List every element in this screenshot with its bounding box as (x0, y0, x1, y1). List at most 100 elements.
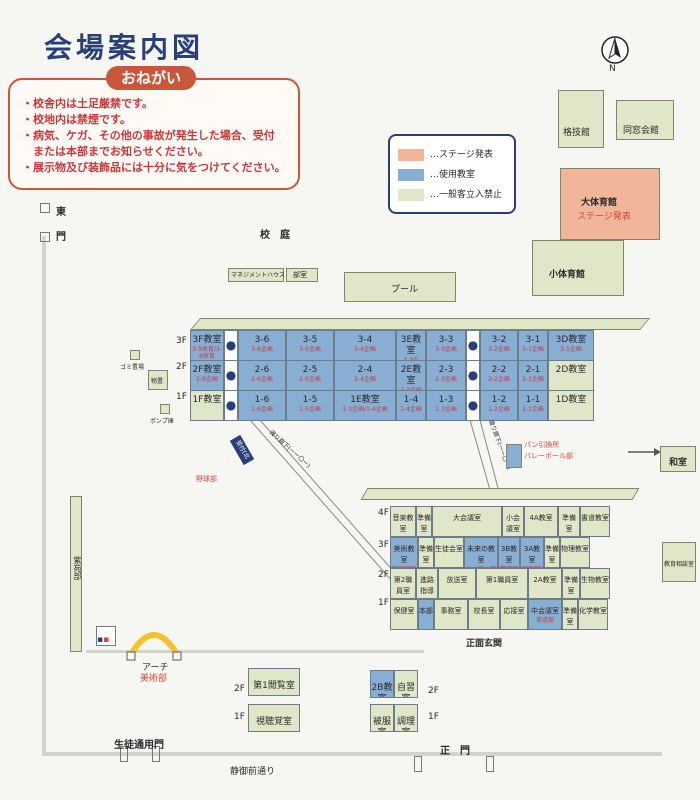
student-gate-label: 生徒通用門 (114, 740, 164, 751)
classroom-name: 2E教室 (400, 365, 422, 386)
corridors (249, 420, 499, 591)
notice-item: ・病気、ケガ、その他の事故が発生した場合、受付 (22, 129, 275, 142)
classroom-name: 本部 (419, 607, 433, 615)
east-gate-post (40, 232, 50, 242)
arch-label: アーチ (142, 663, 169, 673)
classroom: 準備室 (418, 537, 434, 568)
classroom-name: 2-1 (525, 365, 541, 375)
classroom-name: 応接室 (503, 607, 525, 615)
classroom: 放送室 (438, 568, 476, 599)
classroom-name: 1F教室 (192, 395, 222, 405)
east-gate-post (40, 203, 50, 213)
classroom-event: 3-4企画 (354, 346, 376, 353)
washitsu-label: 和室 (669, 458, 688, 468)
shienbu-building (70, 496, 82, 652)
classroom-event: 2-1企画 (522, 376, 544, 383)
classroom: 3B教室書道部 (498, 537, 520, 568)
page-title: 会場案内図 (44, 31, 205, 64)
classroom-name: 2F教室 (192, 365, 222, 375)
classroom-name: 2-4 (357, 365, 373, 375)
classroom: 保健室 (390, 599, 418, 630)
kyoiku-building: 教育相談室 (662, 542, 696, 582)
compass-north-label: N (609, 64, 616, 74)
shomen-label: 正面玄関 (466, 639, 503, 649)
courtyard-label: 校 庭 (260, 230, 290, 241)
room-jishu: 自習室 (394, 670, 418, 698)
monooki-shed: 物置 (148, 370, 168, 390)
classroom-name: 3B教室 (500, 545, 518, 564)
classroom-name: 2-3 (438, 365, 454, 375)
classroom-name: 3E教室 (400, 335, 422, 356)
classroom: 2A教室 (528, 568, 562, 599)
classroom-event: 3-3企画 (435, 346, 457, 353)
classroom-event: 3-5企画 (299, 346, 321, 353)
classroom: 書道教室 (580, 506, 610, 537)
classroom: 本部 (418, 599, 434, 630)
classroom: 準備室 (562, 568, 580, 599)
classroom: 未来の教室ヒーローズ (464, 537, 498, 568)
floor-label: 2F (378, 570, 389, 580)
south-fence (42, 752, 662, 756)
restroom-icon: ● (224, 390, 238, 421)
classroom: 準備室 (416, 506, 432, 537)
classroom-name: 事務室 (440, 607, 462, 615)
north-building-roof (190, 318, 651, 330)
room-shichokaku: 視聴覚室 (248, 704, 300, 732)
classroom-name: 未来の教室 (467, 545, 495, 564)
gomi-label: ゴミ置場 (120, 364, 145, 371)
classroom-name: 準備室 (419, 545, 433, 564)
legend-swatch (398, 148, 424, 161)
classroom-name: 3F教室 (192, 335, 222, 345)
classroom-event: 2-3企画 (400, 387, 422, 391)
classroom-event: 美術部展示 (391, 566, 417, 567)
classroom-event: 1-1企画 (522, 406, 544, 413)
gate-post (486, 756, 494, 772)
classroom: 1D教室 (548, 390, 594, 421)
compass-icon (601, 36, 629, 64)
classroom: 大会議室 (432, 506, 502, 537)
gikan-building: 格技館 (558, 90, 604, 148)
classroom-name: 第1職員室 (485, 576, 519, 584)
floor-label: 2F (176, 362, 187, 372)
classroom-event: 写真部/文芸部 (521, 566, 543, 567)
classroom-name: 準備室 (562, 514, 576, 533)
room-etsuran: 第1閲覧室 (248, 668, 300, 696)
classroom: 第2職員室 (390, 568, 416, 599)
west-fence (42, 236, 46, 756)
pool: プール (344, 272, 456, 302)
classroom-name: 準備室 (417, 514, 431, 533)
street-label: 静御前通り (230, 767, 276, 777)
south-building: 音楽教室準備室大会議室小会議室4A教室準備室書道教室美術教室美術部展示準備室生徒… (390, 506, 630, 630)
classroom-name: 生物教室 (581, 576, 609, 584)
restroom-icon: ● (466, 390, 480, 421)
classroom-event: 1-3企画/1-4企画 (342, 406, 388, 413)
arch-sub: 美術部 (140, 674, 168, 684)
shotaiikukan-label: 小体育館 (549, 270, 586, 280)
classroom-event: 3-3企画/3-4企画 (403, 357, 419, 361)
pan-label: パン引換所 (524, 441, 560, 449)
classroom-name: 3D教室 (555, 335, 587, 345)
classroom-event: 1-3企画 (435, 406, 457, 413)
classroom-name: 3-1 (525, 335, 541, 345)
legend-item-stage: …ステージ発表 (398, 148, 493, 162)
floor-label: 1F (234, 712, 245, 722)
room-2b: 2B教室 (370, 670, 394, 698)
clubroom: 部室 (286, 268, 318, 282)
classroom: 応接室 (500, 599, 528, 630)
classroom-name: 第2職員室 (393, 576, 413, 595)
gomi-shed (130, 350, 140, 360)
